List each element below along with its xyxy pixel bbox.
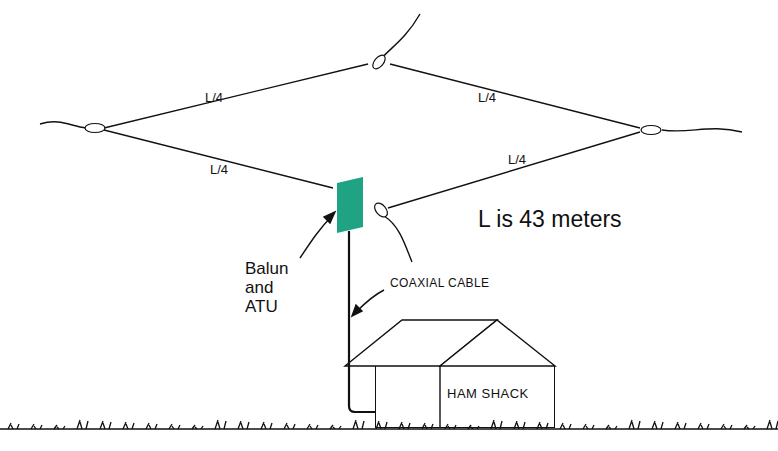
house-roof xyxy=(345,320,555,428)
length-label: L/4 xyxy=(205,90,223,105)
note: L is 43 meters xyxy=(478,206,622,233)
balun-atu-box: Balun and ATU xyxy=(337,177,363,233)
length-label: L/4 xyxy=(508,152,526,167)
length-label: L/4 xyxy=(478,90,496,105)
callout-label: Balun and ATU xyxy=(245,259,301,316)
coaxial-cable xyxy=(349,231,375,412)
antenna-wires xyxy=(40,14,742,262)
ham-shack: HAM SHACK xyxy=(375,366,555,428)
length-label: L/4 xyxy=(210,162,228,177)
insulators xyxy=(85,53,661,219)
building-label: HAM SHACK xyxy=(447,386,529,401)
balun-shape xyxy=(337,177,363,233)
cable-label: COAXIAL CABLE xyxy=(388,276,491,290)
